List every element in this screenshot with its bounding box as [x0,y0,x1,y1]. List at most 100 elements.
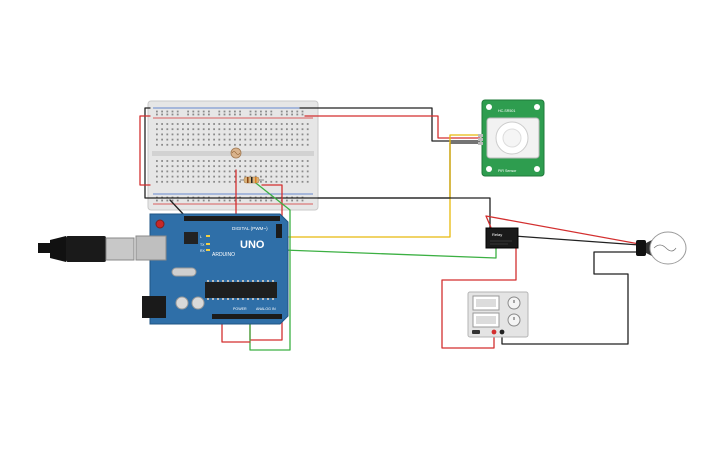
breadboard-hole [286,175,288,178]
breadboard-hole [249,170,252,173]
breadboard-hole [254,199,257,202]
breadboard-hole [234,128,236,131]
breadboard-hole [192,143,195,146]
breadboard-hole [223,138,226,141]
breadboard-hole [270,180,273,183]
breadboard-hole [218,160,221,162]
breadboard-hole [291,143,293,146]
relay-module[interactable]: Relay [485,227,519,249]
breadboard-hole [171,199,174,202]
breadboard-hole [234,165,236,168]
breadboard-hole [296,128,299,131]
wire-black-relay-lamp[interactable] [513,235,641,246]
breadboard-hole [280,128,283,131]
wire-red-relay-bulb[interactable] [485,215,646,246]
light-bulb[interactable] [636,231,687,265]
breadboard-hole [202,165,205,168]
breadboard-hole [291,123,293,125]
breadboard-hole [239,165,241,168]
led-tx [206,243,210,245]
wire-black-bulb-psu[interactable] [501,251,647,345]
uno-logo: UNO [240,239,265,251]
chip-pin [237,280,239,282]
breadboard-hole [197,110,200,113]
breadboard-hole [171,113,174,116]
breadboard-hole [254,128,257,131]
breadboard-hole [228,180,231,183]
wire-black-gnd-arduino[interactable] [169,199,186,217]
breadboard-hole [182,123,184,125]
breadboard-hole [166,170,169,173]
breadboard-hole [265,199,267,202]
digital-header[interactable] [184,216,280,221]
breadboard-hole [306,170,309,173]
breadboard-hole [260,165,262,168]
breadboard-hole [182,143,184,146]
mount-hole [534,166,540,172]
breadboard-hole [213,175,215,178]
breadboard-hole [249,113,252,116]
wire-black-pir-gnd[interactable] [144,107,481,199]
breadboard-hole [166,199,169,202]
breadboard-hole [202,143,205,146]
breadboard-hole [156,128,158,131]
breadboard-hole [161,199,163,202]
wire-red-top[interactable] [304,115,481,139]
negative-terminal[interactable] [499,329,505,335]
breadboard-hole [260,113,262,116]
breadboard-hole [239,128,241,131]
wire-green-relay[interactable] [229,244,497,259]
power-switch[interactable] [472,330,480,334]
breadboard-hole [270,113,273,116]
mount-hole [534,104,540,110]
breadboard-hole [301,128,304,131]
breadboard-hole [306,133,309,136]
breadboard-hole [208,110,210,113]
chip-pin [207,298,209,300]
crystal [171,267,197,277]
breadboard-hole [228,138,231,141]
photoresistor[interactable] [230,147,242,159]
breadboard-hole [254,110,257,113]
chip-pin [232,280,234,282]
chip-pin [247,280,249,282]
breadboard-hole [161,133,163,136]
breadboard-hole [306,180,309,183]
breadboard-hole [234,143,236,146]
breadboard-hole [239,110,241,113]
breadboard-hole [265,170,267,173]
breadboard-hole [192,128,195,131]
breadboard-hole [254,143,257,146]
breadboard-hole [176,143,179,146]
breadboard-hole [265,138,267,141]
wire-red-pir-vcc[interactable] [139,115,151,186]
power-supply[interactable] [467,291,529,338]
breadboard-hole [223,165,226,168]
reset-button[interactable] [155,219,165,229]
arduino-uno[interactable]: DIGITAL (PWM~) UNO ARDUINO POWER ANALOG … [38,213,289,325]
breadboard-hole [286,160,288,162]
breadboard-hole [280,110,283,113]
breadboard-hole [280,175,283,178]
analog-power-header[interactable] [212,314,282,319]
chip-pin [227,280,229,282]
wire-black-top[interactable] [299,107,481,142]
pir-dome-inner [502,128,522,148]
breadboard-hole [280,143,283,146]
breadboard-hole [156,113,158,116]
resistor[interactable] [240,176,264,184]
positive-terminal[interactable] [491,329,497,335]
breadboard-hole [265,123,267,125]
breadboard-hole [286,199,288,202]
breadboard-hole [218,199,221,202]
wire-green-analog[interactable] [249,179,291,351]
pir-sensor[interactable]: HC-SR501 PIR Sensor [478,99,545,177]
breadboard-hole [161,170,163,173]
breadboard-hole [239,143,241,146]
breadboard-hole [202,138,205,141]
breadboard-hole [223,175,226,178]
breadboard-hole [280,165,283,168]
wire-black-relay[interactable] [317,197,491,231]
breadboard-hole [208,175,210,178]
wire-red-relay-psu[interactable] [441,243,517,349]
